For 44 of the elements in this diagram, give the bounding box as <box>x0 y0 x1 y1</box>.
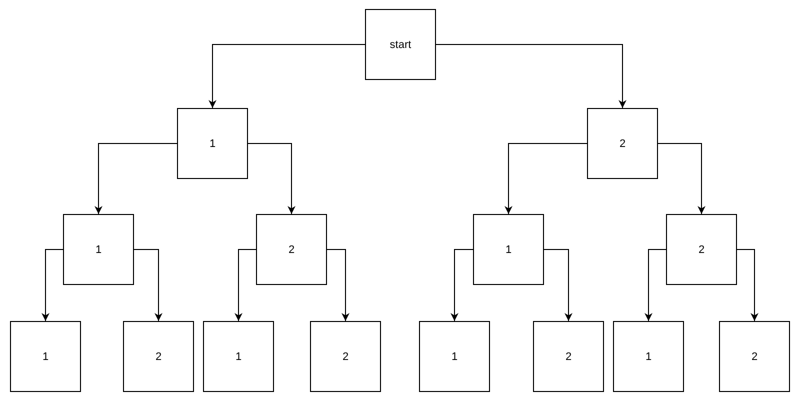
process-box <box>587 108 658 179</box>
process-box <box>63 214 134 285</box>
arrow <box>234 249 256 322</box>
process-box <box>365 9 436 80</box>
arrow <box>208 44 366 108</box>
process-box <box>256 214 327 285</box>
box-label: 2 <box>342 350 349 362</box>
arrow <box>42 249 64 322</box>
arrow <box>504 143 588 214</box>
process-box <box>310 321 381 392</box>
box-label: 2 <box>288 244 295 256</box>
process-box <box>613 321 684 392</box>
process-box <box>419 321 490 392</box>
arrow <box>134 249 162 322</box>
box-label: 1 <box>505 244 512 256</box>
box-label: 2 <box>698 244 705 256</box>
box-label: 1 <box>451 350 458 362</box>
process-box <box>177 108 248 179</box>
arrow <box>436 44 626 108</box>
box-label: 2 <box>619 138 626 150</box>
process-box <box>533 321 604 392</box>
box-label: start <box>390 38 412 50</box>
box-label: 2 <box>751 350 758 362</box>
process-box <box>203 321 274 392</box>
arrow <box>644 249 666 322</box>
box-label: 1 <box>209 138 216 150</box>
process-box <box>473 214 544 285</box>
box-label: 1 <box>42 350 49 362</box>
arrow <box>450 249 474 322</box>
arrow <box>94 143 178 214</box>
box-label: 1 <box>95 244 102 256</box>
arrow <box>326 249 350 322</box>
process-box <box>123 321 194 392</box>
arrow <box>544 249 572 322</box>
box-label: 2 <box>155 350 162 362</box>
box-label: 1 <box>645 350 652 362</box>
arrow <box>658 143 706 214</box>
arrow <box>736 249 758 322</box>
process-box <box>10 321 81 392</box>
box-label: 1 <box>235 350 242 362</box>
process-box <box>719 321 790 392</box>
box-label: 2 <box>565 350 572 362</box>
arrow <box>248 143 296 214</box>
process-box <box>666 214 737 285</box>
